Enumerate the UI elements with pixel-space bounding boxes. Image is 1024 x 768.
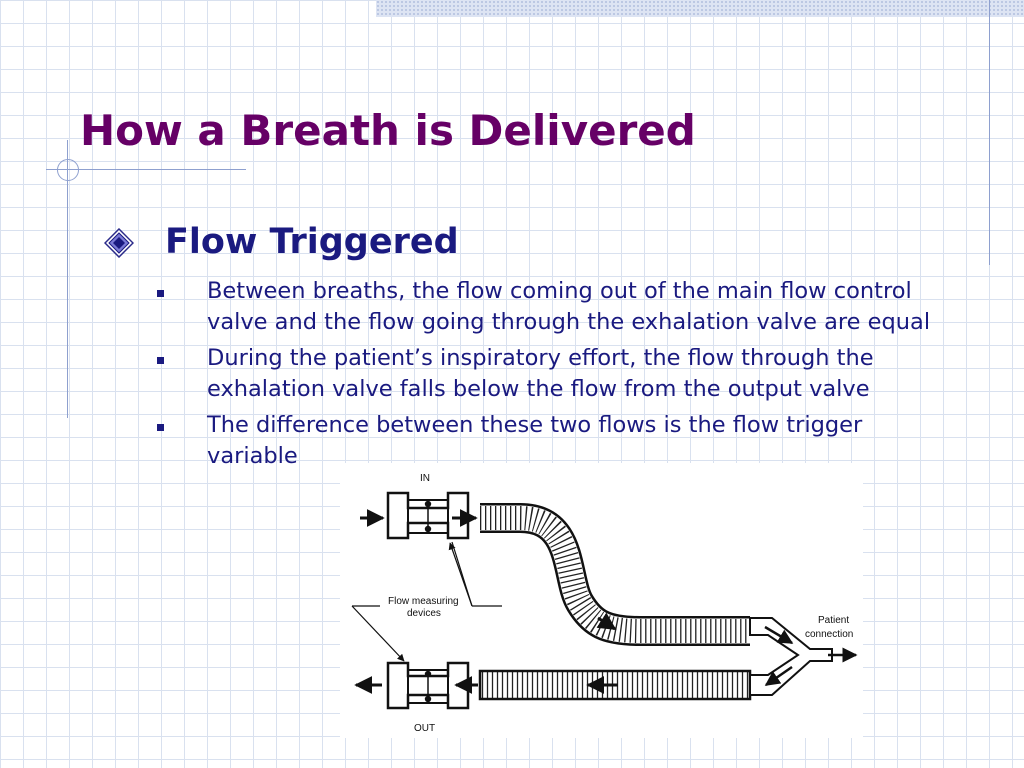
square-bullet-icon bbox=[157, 290, 164, 297]
left-decor-line bbox=[67, 140, 68, 418]
diamond-bullet-icon bbox=[104, 228, 134, 258]
bullet-list: Between breaths, the flow coming out of … bbox=[155, 276, 945, 477]
label-in: IN bbox=[420, 473, 430, 484]
ventilator-circuit-diagram: IN OUT Pa bbox=[340, 463, 863, 738]
bullet-text: The difference between these two flows i… bbox=[207, 412, 863, 469]
bullet-text: Between breaths, the flow coming out of … bbox=[207, 278, 931, 335]
inspiratory-tube bbox=[480, 503, 750, 646]
right-decor-line bbox=[989, 0, 990, 265]
label-flow-line2: devices bbox=[407, 608, 441, 619]
label-patient-line2: connection bbox=[805, 629, 853, 640]
y-piece-connector bbox=[749, 617, 858, 696]
bullet-text: During the patient’s inspiratory effort,… bbox=[207, 345, 874, 402]
inspiratory-flow-sensor bbox=[360, 491, 478, 540]
list-item: The difference between these two flows i… bbox=[155, 410, 945, 472]
top-decor-band bbox=[376, 0, 1024, 17]
slide-subtitle: Flow Triggered bbox=[165, 222, 459, 262]
list-item: Between breaths, the flow coming out of … bbox=[155, 276, 945, 338]
label-patient-line1: Patient bbox=[818, 615, 849, 626]
decor-circle bbox=[57, 159, 79, 181]
square-bullet-icon bbox=[157, 424, 164, 431]
label-flow-line1: Flow measuring bbox=[388, 596, 459, 607]
expiratory-tube bbox=[478, 669, 752, 701]
slide-title: How a Breath is Delivered bbox=[80, 106, 696, 155]
list-item: During the patient’s inspiratory effort,… bbox=[155, 343, 945, 405]
title-underline bbox=[46, 169, 246, 170]
label-out: OUT bbox=[414, 723, 435, 734]
expiratory-flow-sensor bbox=[354, 661, 478, 710]
flow-device-callout: Flow measuring devices bbox=[351, 541, 502, 662]
square-bullet-icon bbox=[157, 357, 164, 364]
